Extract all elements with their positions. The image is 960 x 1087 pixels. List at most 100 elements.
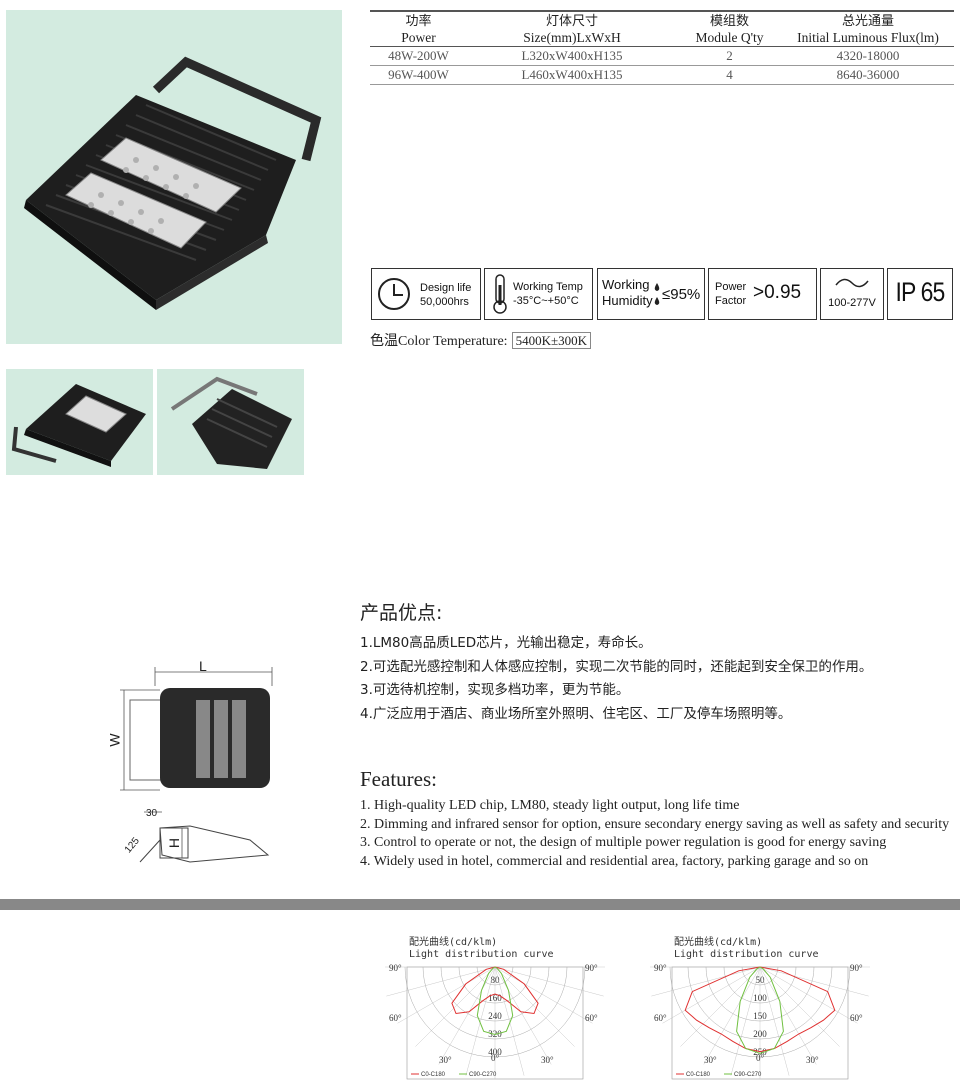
grid-spoke	[494, 966, 575, 1047]
ac-wave-icon	[835, 278, 869, 288]
grid-spoke	[494, 966, 525, 1076]
series-curve	[476, 966, 514, 1036]
cell-flux: 8640-36000	[782, 65, 954, 85]
dimension-drawing: L W H 30 125	[100, 650, 280, 870]
cell-flux: 4320-18000	[782, 46, 954, 66]
grid-spoke	[703, 966, 761, 1065]
clock-icon	[378, 278, 410, 310]
humidity-label-2: Humidity	[602, 293, 653, 308]
cell-module: 2	[677, 46, 782, 66]
voltage-badge: 100-277V	[820, 268, 884, 320]
grid-spoke	[494, 966, 604, 997]
radial-tick-label: 50	[756, 975, 766, 985]
advantages-title: 产品优点:	[360, 602, 443, 624]
grid-spoke	[397, 966, 496, 1024]
working-temp-badge: Working Temp -35°C~+50°C	[484, 268, 593, 320]
angle-label: 30°	[541, 1055, 554, 1065]
table-row: 96W-400W L460xW400xH135 4 8640-36000	[370, 65, 954, 85]
radial-tick-label: 80	[491, 975, 501, 985]
light-curve-chart-2: 配光曲线(cd/klm)Light distribution curve 50 1…	[650, 935, 870, 1085]
design-life-badge: Design life 50,000hrs	[371, 268, 481, 320]
power-factor-badge: Power Factor >0.95	[708, 268, 817, 320]
product-thumbnail-front[interactable]	[6, 369, 153, 475]
angle-label: 30°	[806, 1055, 819, 1065]
list-item: 3.可选待机控制，实现多档功率，更为节能。	[360, 682, 630, 698]
legend-label: C90-C270	[469, 1072, 497, 1078]
series-curve	[684, 966, 836, 1053]
grid-spoke	[759, 966, 817, 1065]
angle-label: 30°	[439, 1055, 452, 1065]
power-factor-label-2: Factor	[715, 295, 747, 307]
design-life-value: 50,000hrs	[420, 296, 469, 308]
curve-title: 配光曲线(cd/klm)Light distribution curve	[674, 937, 819, 960]
list-item: 3. Control to operate or not, the design…	[360, 835, 887, 850]
grid-spoke	[759, 966, 869, 997]
working-temp-label: Working Temp	[513, 281, 583, 293]
design-life-label: Design life	[420, 282, 472, 294]
list-item: 4.广泛应用于酒店、商业场所室外照明、住宅区、工厂及停车场照明等。	[360, 705, 792, 722]
dim-length-label: L	[199, 658, 207, 674]
radial-tick-label: 240	[488, 1011, 502, 1021]
radial-tick-label: 150	[753, 1011, 767, 1021]
voltage-value: 100-277V	[828, 297, 876, 309]
dim-width-label: W	[106, 733, 123, 747]
angle-label: 30°	[704, 1055, 717, 1065]
grid-spoke	[386, 966, 496, 997]
angle-label: 90°	[654, 963, 667, 973]
grid-spoke	[759, 966, 840, 1047]
list-item: 2.可选配光感控制和人体感应控制，实现二次节能的同时，还能起到安全保卫的作用。	[360, 658, 873, 675]
color-temperature-value: 5400K±300K	[511, 332, 591, 349]
thermometer-icon	[493, 274, 507, 314]
series-curve	[736, 966, 784, 1054]
ip-rating-value: IP 65	[895, 277, 946, 307]
angle-label: 0°	[756, 1053, 765, 1063]
color-temperature: 色温Color Temperature:5400K±300K	[370, 330, 591, 350]
radial-tick-label: 100	[753, 993, 767, 1003]
angle-label: 90°	[850, 963, 863, 973]
product-thumbnail-back[interactable]	[157, 369, 304, 475]
dim-bracket-label: 30	[146, 808, 158, 819]
ip-rating-badge: IP 65	[887, 268, 953, 320]
features-title: Features:	[360, 767, 437, 791]
grid-spoke	[759, 966, 858, 1024]
grid-spoke	[465, 966, 496, 1076]
droplet-icon	[654, 283, 660, 305]
product-main-image	[6, 10, 342, 344]
grid-spoke	[651, 966, 761, 997]
power-factor-value: >0.95	[753, 282, 802, 303]
humidity-value: ≤95%	[662, 286, 701, 303]
angle-label: 60°	[585, 1013, 598, 1023]
cell-module: 4	[677, 65, 782, 85]
angle-label: 60°	[654, 1013, 667, 1023]
grid-spoke	[759, 966, 790, 1076]
radial-tick-label: 200	[753, 1029, 767, 1039]
grid-spoke	[494, 966, 552, 1065]
features-list: 1. High-quality LED chip, LM80, steady l…	[360, 797, 949, 871]
power-factor-label-1: Power	[715, 281, 747, 293]
radial-tick-label: 160	[488, 993, 502, 1003]
list-item: 1.LM80高品质LED芯片，光输出稳定，寿命长。	[360, 635, 652, 651]
table-row: 48W-200W L320xW400xH135 2 4320-18000	[370, 46, 954, 66]
angle-label: 0°	[491, 1053, 500, 1063]
grid-spoke	[438, 966, 496, 1065]
legend-label: C90-C270	[734, 1072, 762, 1078]
list-item: 2. Dimming and infrared sensor for optio…	[360, 816, 950, 832]
angle-label: 90°	[585, 963, 598, 973]
humidity-label-1: Working	[602, 277, 650, 292]
humidity-badge: Working Humidity ≤95%	[597, 268, 705, 320]
angle-label: 60°	[389, 1013, 402, 1023]
series-curve	[451, 966, 539, 1015]
cell-size: L460xW400xH135	[467, 65, 677, 85]
grid-spoke	[730, 966, 761, 1076]
angle-label: 90°	[389, 963, 402, 973]
grid-spoke	[680, 966, 761, 1047]
grid-spoke	[415, 966, 496, 1047]
legend-label: C0-C180	[686, 1072, 711, 1078]
